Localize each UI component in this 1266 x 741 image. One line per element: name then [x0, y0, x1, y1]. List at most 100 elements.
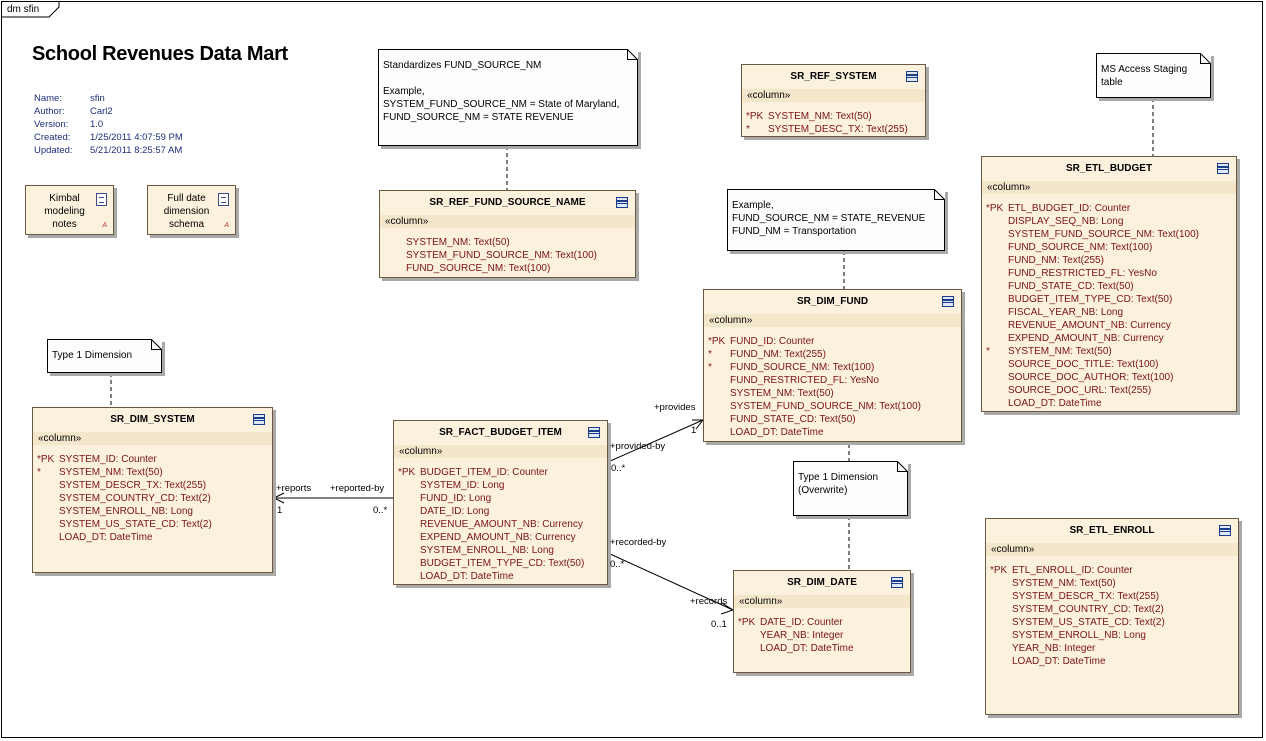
column-definition: SYSTEM_NM: Text(50) [1012, 578, 1116, 589]
column-flags: * [708, 349, 712, 360]
column-flags: *PK [738, 617, 756, 628]
stereotype-band [394, 445, 607, 458]
role-label-reports: +reports [276, 483, 312, 494]
column-definition: SYSTEM_COUNTRY_CD: Text(2) [1012, 604, 1164, 615]
relation-line-date [607, 552, 734, 611]
column-flags: * [746, 124, 750, 135]
note-text: Example, FUND_SOURCE_NM = STATE_REVENUE … [732, 200, 926, 237]
column-definition: LOAD_DT: DateTime [1012, 656, 1106, 667]
relation-arrow-system [272, 492, 285, 504]
column-definition: SYSTEM_DESC_TX: Text(255) [768, 124, 908, 135]
column-flags: * [708, 362, 712, 373]
table-icon [588, 427, 600, 438]
multiplicity-recorded-by: 0..* [610, 559, 625, 570]
meta-value: 1.0 [90, 119, 104, 130]
column-definition: SOURCE_DOC_URL: Text(255) [1008, 385, 1152, 396]
relation-line-fund [607, 419, 704, 463]
note-outline [47, 339, 162, 373]
column-definition: LOAD_DT: DateTime [59, 532, 153, 543]
frame-tab-label: dm sfin [7, 4, 40, 15]
table-icon [253, 414, 265, 425]
column-definition: FUND_STATE_CD: Text(50) [1008, 281, 1134, 292]
table-icon [1219, 525, 1231, 536]
column-definition: FISCAL_YEAR_NB: Long [1008, 307, 1124, 318]
column-flags: *PK [37, 454, 55, 465]
doc-kimbal-notes[interactable]: Kimbal modeling notes A [25, 185, 114, 235]
role-label-records: +records [690, 596, 728, 607]
column-stereotype: «column» [739, 596, 783, 607]
note-example-fund[interactable]: Example, FUND_SOURCE_NM = STATE_REVENUE … [727, 189, 945, 251]
column-definition: BUDGET_ITEM_TYPE_CD: Text(50) [1008, 294, 1173, 305]
column-definition: LOAD_DT: DateTime [1008, 398, 1102, 409]
meta-key: Updated: [34, 145, 73, 156]
meta-value: sfin [90, 93, 105, 104]
column-flags: *PK [990, 565, 1008, 576]
stereotype-band [742, 89, 925, 102]
column-definition: DATE_ID: Long [420, 506, 490, 517]
column-definition: FUND_RESTRICTED_FL: YesNo [730, 375, 879, 386]
column-definition: DATE_ID: Counter [760, 617, 843, 628]
table-sr-dim-date[interactable]: SR_DIM_DATE «column» *PK DATE_ID: Counter… [733, 570, 911, 673]
column-definition: SYSTEM_ENROLL_NB: Long [59, 506, 193, 517]
column-definition: SYSTEM_ENROLL_NB: Long [420, 545, 554, 556]
column-definition: FUND_ID: Counter [730, 336, 815, 347]
meta-key: Version: [34, 119, 69, 130]
stereotype-band [704, 314, 961, 327]
column-definition: FUND_SOURCE_NM: Text(100) [406, 263, 551, 274]
frame-tab-outline [1, 1, 60, 18]
column-definition: SYSTEM_US_STATE_CD: Text(2) [59, 519, 212, 530]
column-flags: * [986, 346, 990, 357]
column-definition: SYSTEM_FUND_SOURCE_NM: Text(100) [1008, 229, 1199, 240]
meta-key: Name: [34, 93, 62, 104]
column-definition: SYSTEM_US_STATE_CD: Text(2) [1012, 617, 1165, 628]
document-icon [218, 193, 229, 206]
note-fund-source[interactable]: Standardizes FUND_SOURCE_NM Example, SYS… [378, 49, 638, 146]
note-type1-date[interactable]: Type 1 Dimension (Overwrite) [793, 461, 908, 516]
column-definition: SYSTEM_NM: Text(50) [59, 467, 163, 478]
note-text: Type 1 Dimension (Overwrite) [798, 472, 879, 496]
role-label-recorded-by: +recorded-by [610, 537, 667, 548]
note-outline [793, 461, 908, 516]
table-sr-ref-fund-source-name[interactable]: SR_REF_FUND_SOURCE_NAME «column» SYSTEM_… [379, 190, 636, 278]
column-definition: FUND_NM: Text(255) [1008, 255, 1104, 266]
column-flags: *PK [398, 467, 416, 478]
note-text: Type 1 Dimension [52, 350, 133, 361]
table-name: SR_DIM_DATE [734, 571, 910, 596]
column-definition: EXPEND_AMOUNT_NB: Currency [1008, 333, 1164, 344]
stereotype-band [33, 432, 272, 445]
note-type1-system[interactable]: Type 1 Dimension [47, 339, 162, 373]
table-icon [906, 71, 918, 82]
column-definition: SYSTEM_NM: Text(50) [1008, 346, 1112, 357]
column-stereotype: «column» [385, 216, 429, 227]
table-name: SR_DIM_SYSTEM [33, 408, 272, 433]
multiplicity-reported-by: 0..* [373, 505, 388, 516]
column-definition: ETL_BUDGET_ID: Counter [1008, 203, 1131, 214]
doc-full-date-schema[interactable]: Full date dimension schema A [147, 185, 236, 235]
table-icon [891, 577, 903, 588]
doc-label: Full date dimension schema [163, 193, 210, 230]
column-definition: LOAD_DT: DateTime [420, 571, 514, 582]
column-definition: FUND_SOURCE_NM: Text(100) [1008, 242, 1153, 253]
table-name: SR_DIM_FUND [704, 290, 961, 315]
column-flags: *PK [986, 203, 1004, 214]
column-definition: YEAR_NB: Integer [1012, 643, 1096, 654]
table-name: SR_FACT_BUDGET_ITEM [394, 421, 607, 446]
table-name: SR_REF_SYSTEM [742, 65, 925, 90]
column-definition: REVENUE_AMOUNT_NB: Currency [1008, 320, 1171, 331]
note-outline [378, 49, 638, 146]
column-definition: SYSTEM_COUNTRY_CD: Text(2) [59, 493, 211, 504]
column-stereotype: «column» [747, 90, 791, 101]
note-ms-access[interactable]: MS Access Staging table [1096, 53, 1211, 98]
table-name: SR_REF_FUND_SOURCE_NAME [380, 191, 635, 216]
diagram-title: School Revenues Data Mart [32, 43, 288, 65]
column-definition: LOAD_DT: DateTime [760, 643, 854, 654]
table-name: SR_ETL_BUDGET [982, 157, 1236, 182]
role-label-reported-by: +reported-by [330, 483, 385, 494]
